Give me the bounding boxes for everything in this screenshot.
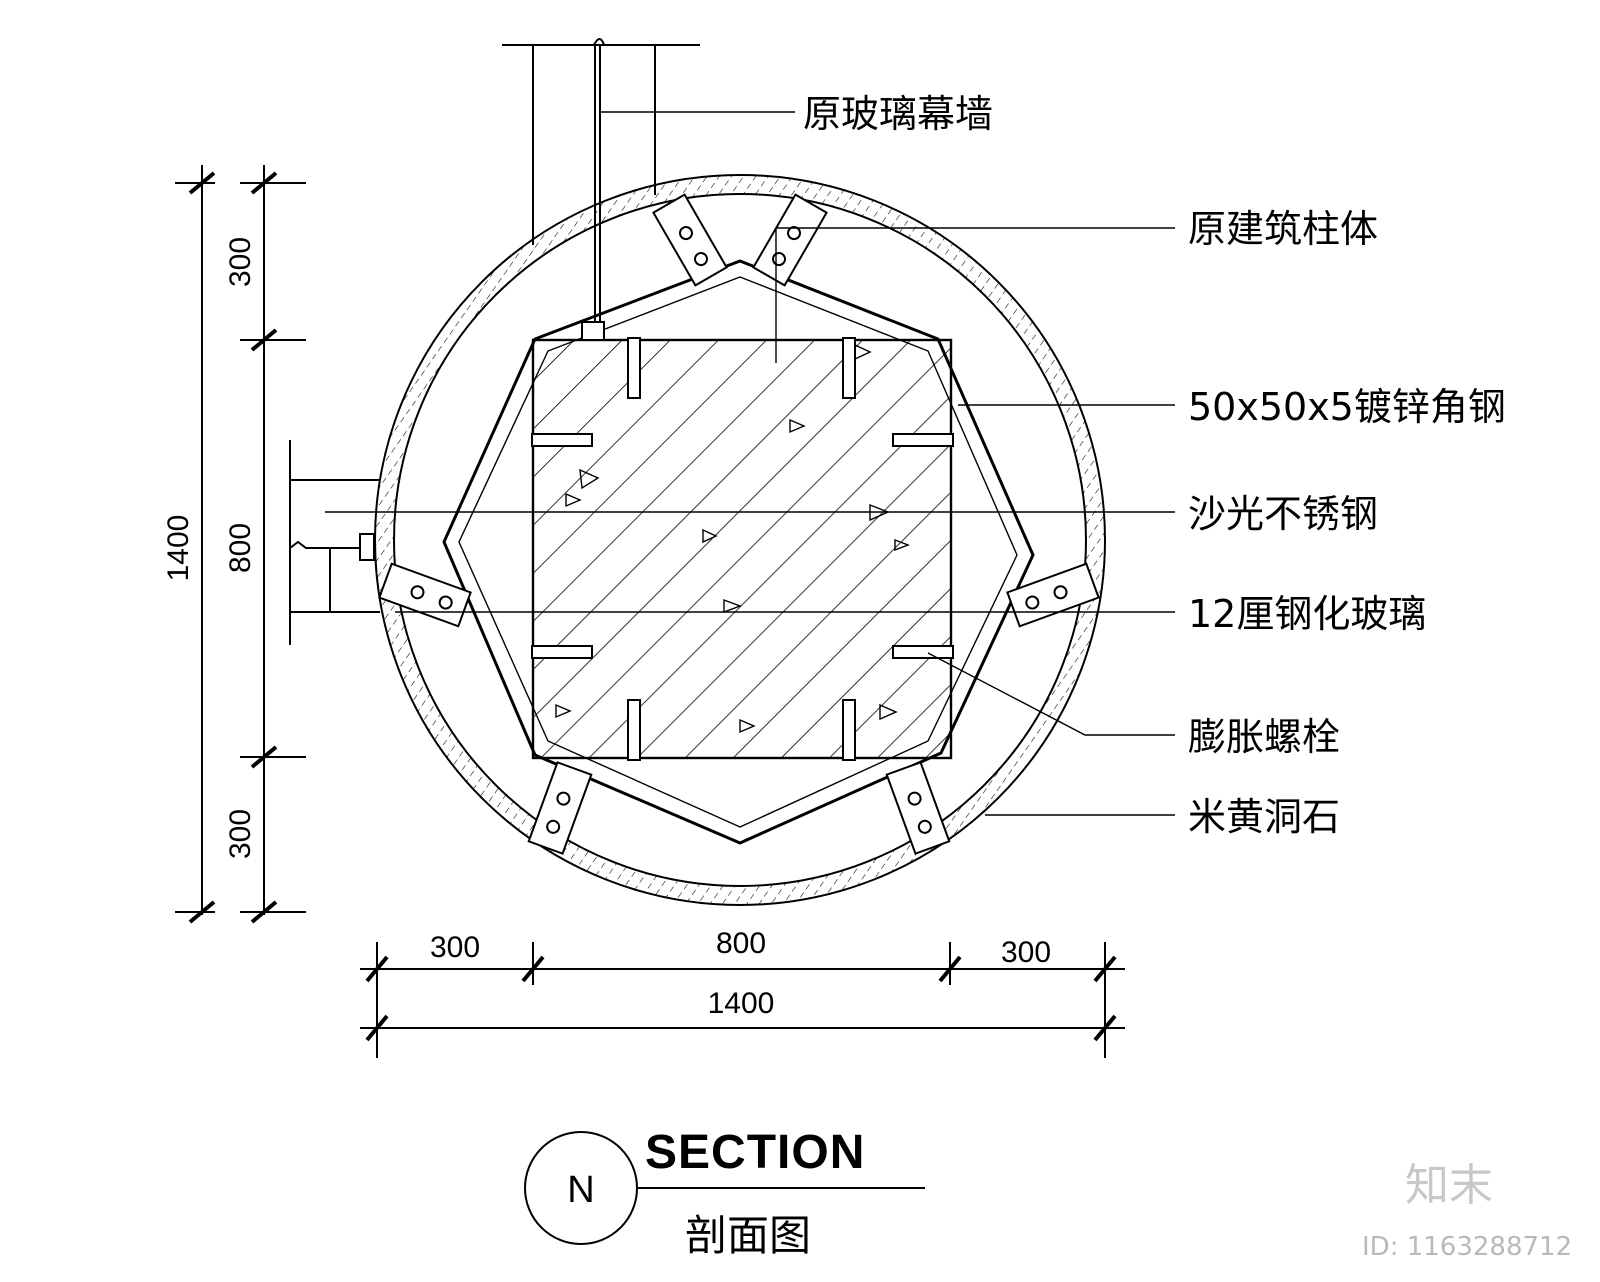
label-expansion-bolt: 膨胀螺栓 — [1188, 715, 1340, 759]
left-wall — [289, 440, 380, 645]
stainless-octagon-outer — [442, 259, 1035, 845]
curtain-wall — [502, 38, 700, 341]
label-stainless-steel: 沙光不锈钢 — [1188, 492, 1378, 536]
dim-left-mid: 800 — [224, 523, 257, 573]
expansion-bolts — [531, 337, 954, 761]
dim-bottom-left: 300 — [430, 931, 480, 964]
label-original-column: 原建筑柱体 — [1188, 207, 1378, 251]
title-block: N SECTION 剖面图 — [524, 1126, 925, 1260]
dim-left-total: 1400 — [162, 515, 195, 582]
watermark-id: ID: 1163288712 — [1362, 1232, 1572, 1262]
angle-steel-brackets — [378, 193, 1100, 855]
section-subtitle: 剖面图 — [685, 1211, 811, 1260]
dimension-lines-bottom — [360, 942, 1125, 1058]
watermark-brand: 知末 — [1405, 1160, 1493, 1211]
leader-lines — [325, 111, 1175, 816]
label-glass-curtain-wall: 原玻璃幕墙 — [803, 92, 993, 136]
glass-octagon-inner — [458, 276, 1018, 828]
dim-left-top: 300 — [224, 237, 257, 287]
watermark: 知末 ID: 1163288712 — [1362, 1160, 1572, 1262]
label-tempered-glass: 12厘钢化玻璃 — [1188, 592, 1426, 636]
label-beige-travertine: 米黄洞石 — [1188, 795, 1340, 839]
column-body — [531, 338, 953, 760]
dimension-lines-left — [175, 165, 306, 924]
section-title: SECTION — [645, 1126, 865, 1179]
dim-left-bottom: 300 — [224, 809, 257, 859]
section-mark: N — [567, 1169, 594, 1211]
dim-bottom-right: 300 — [1001, 936, 1051, 969]
dim-bottom-mid: 800 — [716, 927, 766, 960]
dim-bottom-total: 1400 — [708, 987, 775, 1020]
label-angle-steel: 50x50x5镀锌角钢 — [1188, 385, 1506, 429]
